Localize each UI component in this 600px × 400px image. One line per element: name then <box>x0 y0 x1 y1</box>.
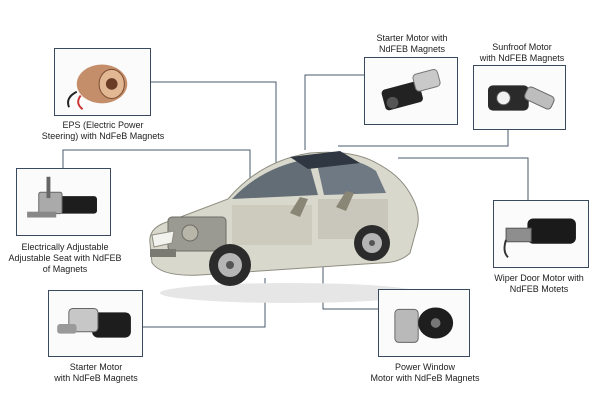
eps-label: EPS (Electric Power Steering) with NdFeB… <box>41 120 165 141</box>
sunroof-label: Sunfroof Motor with NdFEB Magnets <box>479 42 565 63</box>
car-cutaway-illustration <box>140 135 425 305</box>
seat-adjust-motor-icon <box>27 176 97 218</box>
starter-motor-icon <box>381 69 441 111</box>
power-window-motor-photo <box>378 289 470 357</box>
wiper-motor-icon <box>503 218 576 258</box>
connector-seat <box>62 149 251 178</box>
starter-top-label: Starter Motor with NdFEB Magnets <box>376 33 448 54</box>
starter-top-photo <box>364 57 458 125</box>
sunroof-motor-icon <box>488 85 555 111</box>
sunroof-motor-photo <box>473 65 566 130</box>
connector-wiper <box>398 157 529 200</box>
power-window-motor-icon <box>394 307 454 343</box>
starter-bottom-photo <box>48 290 143 357</box>
eps-motor-icon <box>67 64 128 110</box>
seat-label: Electrically Adjustable Adjustable Seat … <box>8 242 122 274</box>
connector-sunroof <box>338 130 509 147</box>
starter-bottom-label: Starter Motor with NdFeB Magnets <box>54 362 138 383</box>
eps-motor-photo <box>54 48 151 116</box>
connector-starter-top <box>304 74 364 150</box>
power-window-label: Power Window Motor with NdFeB Magnets <box>370 362 480 383</box>
starter-motor-icon <box>57 307 131 338</box>
wiper-label: Wiper Door Motor with NdFEB Motets <box>494 273 584 294</box>
connector-window <box>322 260 378 310</box>
wiper-motor-photo <box>493 200 589 268</box>
seat-motor-photo <box>16 168 111 236</box>
